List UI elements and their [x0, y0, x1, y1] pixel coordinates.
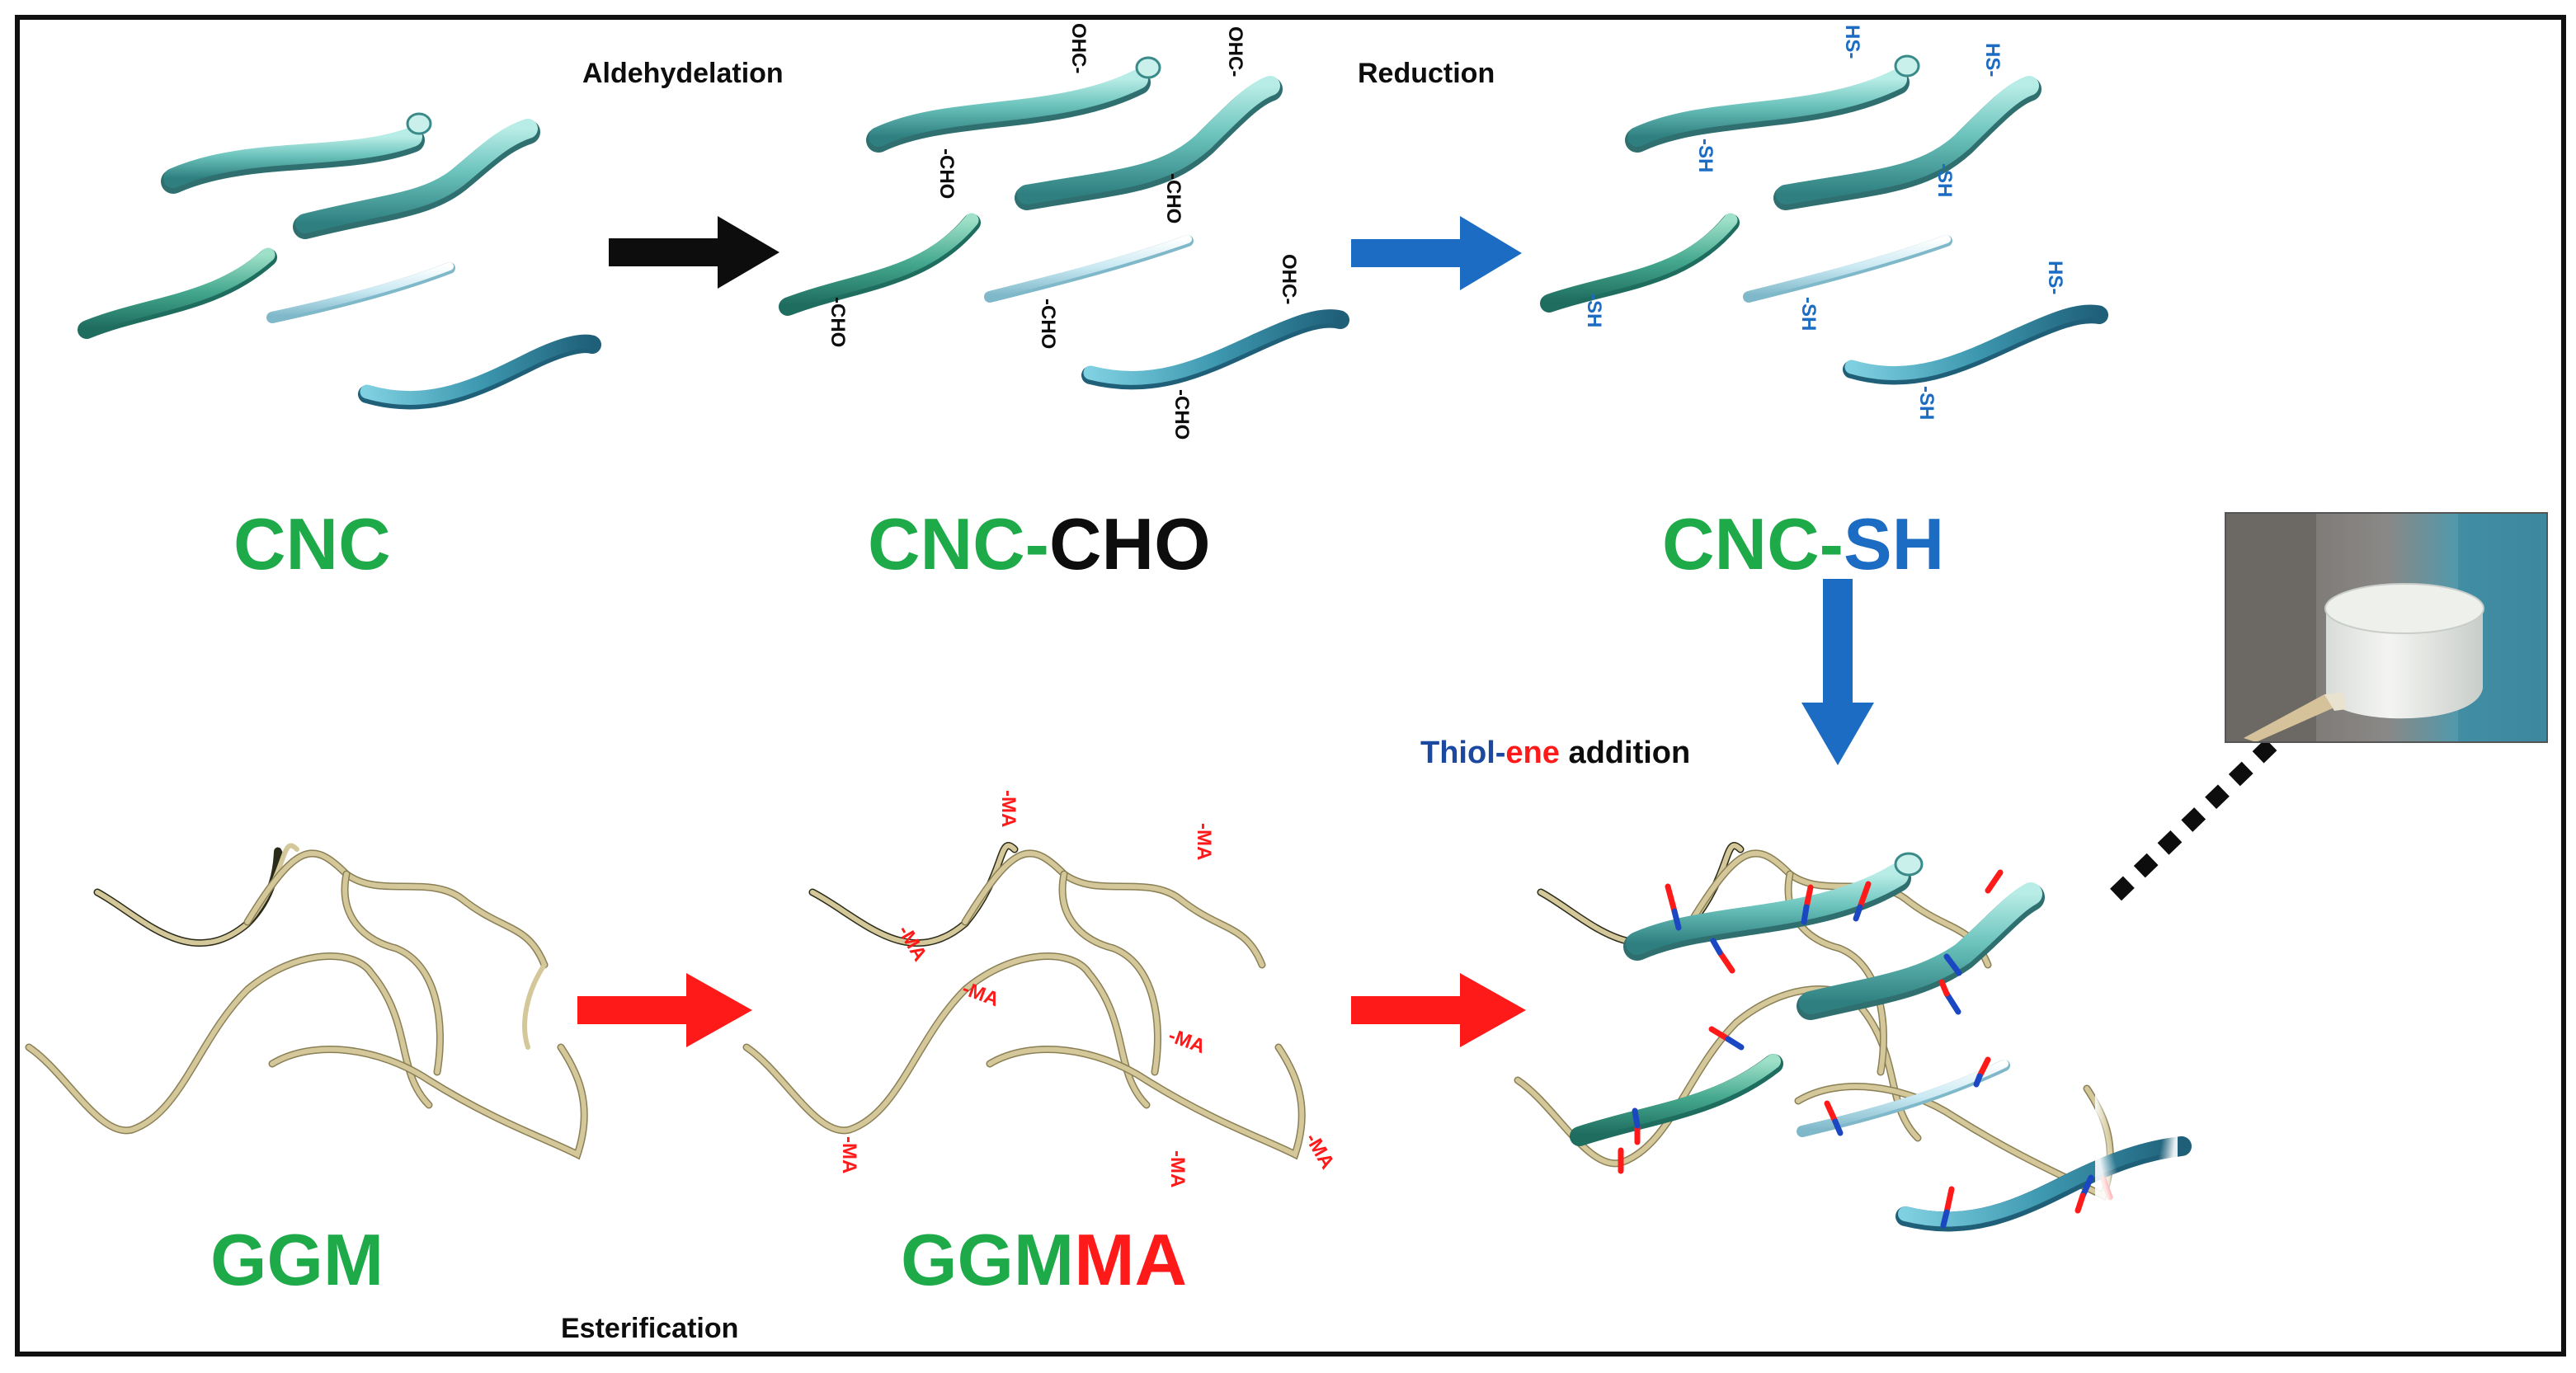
- arrow-esterification-icon: [577, 973, 752, 1047]
- ggm-strands: [25, 843, 588, 1160]
- cho-label: OHC-: [1067, 23, 1090, 73]
- product-cnc-sh-prefix: CNC-: [1662, 503, 1844, 585]
- arrow-aldehydelation-icon: [609, 216, 779, 289]
- cho-label: -CHO: [935, 148, 958, 199]
- ma-label: -MA: [1301, 1130, 1339, 1173]
- sh-label: -SH: [1583, 294, 1605, 327]
- product-ggm: GGM: [210, 1219, 384, 1300]
- cnc-cho-rods: [779, 56, 1349, 390]
- ma-label: -MA: [1166, 1024, 1208, 1058]
- crosslinked-network: [1514, 842, 2192, 1232]
- cho-label: -CHO: [1162, 173, 1184, 223]
- hydrogel-photo: [2225, 512, 2548, 743]
- reaction-label-aldehydelation: Aldehydelation: [582, 58, 784, 89]
- sh-label: -SH: [1694, 139, 1717, 172]
- reaction-label-reduction: Reduction: [1358, 58, 1495, 89]
- arrow-thiol-ene-icon: [1801, 579, 1874, 765]
- ggmma-strands: [742, 842, 1306, 1160]
- dashed-connector-icon: [2110, 701, 2315, 901]
- product-cnc: CNC: [233, 503, 391, 585]
- cho-label: -CHO: [826, 297, 849, 347]
- sh-label: -SH: [1915, 386, 1938, 420]
- ma-label: -MA: [1166, 1150, 1189, 1187]
- product-cnc-cho-prefix: CNC-: [868, 503, 1049, 585]
- thiol-text: Thiol-: [1420, 736, 1505, 770]
- ma-group-labels: -MA -MA -MA -MA -MA -MA -MA -MA: [838, 790, 1339, 1187]
- ene-text: ene: [1505, 736, 1559, 770]
- arrow-reduction-icon: [1351, 216, 1522, 290]
- cho-group-labels: OHC- OHC- -CHO -CHO -CHO -CHO OHC- -CHO: [826, 23, 1300, 440]
- cnc-rods: [78, 112, 601, 410]
- reaction-label-thiol-ene: Thiol-ene addition: [1420, 736, 1690, 770]
- ma-label: -MA: [838, 1136, 860, 1173]
- cho-label: -CHO: [1170, 389, 1193, 440]
- product-cnc-cho: CNC-CHO: [868, 503, 1211, 585]
- product-ggmma: GGMMA: [901, 1219, 1187, 1300]
- network-fade: [2095, 948, 2178, 1237]
- addition-text: addition: [1560, 736, 1690, 770]
- product-cnc-sh: CNC-SH: [1662, 503, 1944, 585]
- ma-label: -MA: [959, 977, 1002, 1011]
- sh-label: -SH: [1797, 297, 1820, 331]
- product-ggmma-prefix: GGM: [901, 1219, 1074, 1300]
- ma-label: -MA: [1193, 823, 1215, 860]
- cho-label: OHC-: [1278, 254, 1300, 304]
- reaction-label-esterification: Esterification: [561, 1313, 738, 1344]
- ma-label: -MA: [997, 790, 1020, 827]
- sh-group-labels: HS- HS- -SH -SH -SH -SH HS- -SH: [1583, 25, 2066, 420]
- arrow-crosslink-icon: [1351, 973, 1526, 1047]
- product-cnc-cho-suffix: CHO: [1049, 503, 1211, 585]
- product-cnc-sh-suffix: SH: [1844, 503, 1944, 585]
- cnc-sh-rods: [1540, 54, 2108, 385]
- product-ggmma-suffix: MA: [1074, 1219, 1187, 1300]
- sh-label: HS-: [1841, 25, 1863, 59]
- sh-label: -SH: [1933, 163, 1956, 197]
- sh-label: HS-: [2044, 261, 2066, 294]
- cho-label: OHC-: [1224, 26, 1246, 77]
- sh-label: HS-: [1981, 43, 2004, 77]
- cho-label: -CHO: [1037, 299, 1059, 349]
